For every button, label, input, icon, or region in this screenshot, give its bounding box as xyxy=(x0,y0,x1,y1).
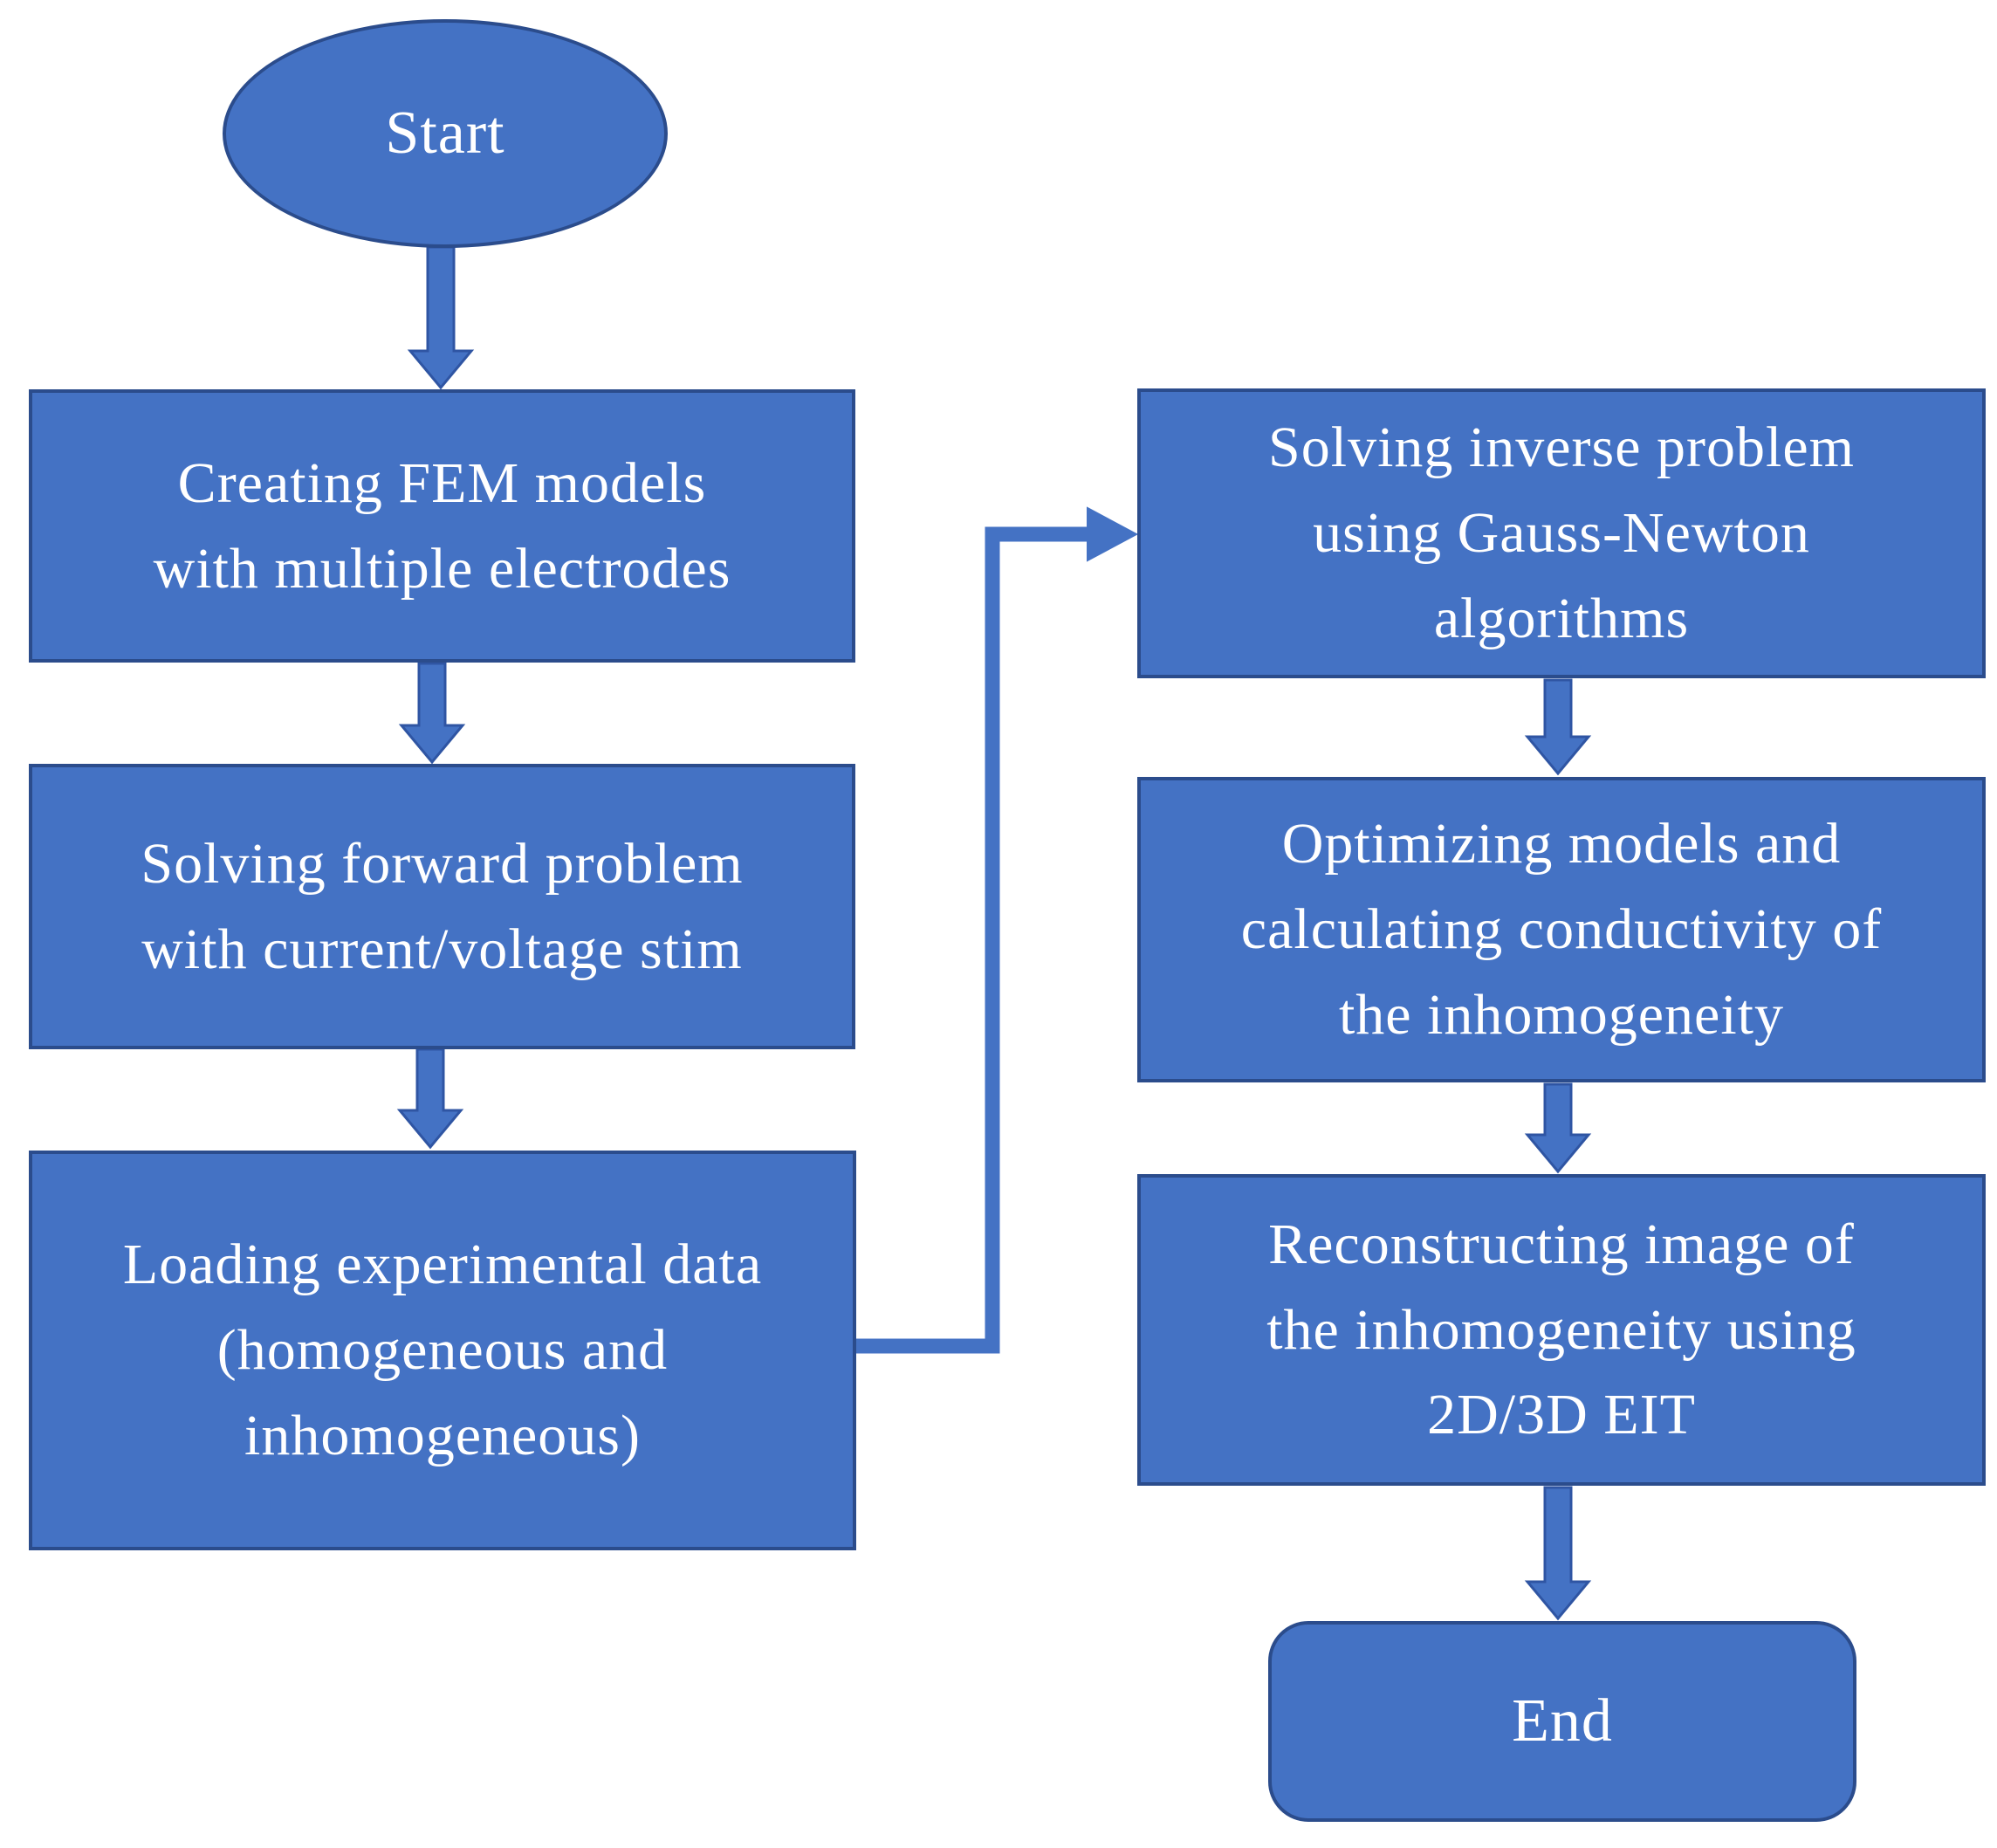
arrow-solve-inverse-to-optimize xyxy=(1524,678,1592,776)
node-reconstructing-image-label: Reconstructing image of the inhomogeneit… xyxy=(1266,1212,1856,1447)
node-optimizing-models: Optimizing models and calculating conduc… xyxy=(1137,777,1986,1082)
node-optimizing-models-label: Optimizing models and calculating conduc… xyxy=(1240,812,1883,1047)
node-creating-fem-models-label: Creating FEM models with multiple electr… xyxy=(153,450,731,601)
node-solving-inverse-problem-label: Solving inverse problem using Gauss-Newt… xyxy=(1268,416,1855,650)
node-end-label: End xyxy=(1512,1687,1613,1755)
node-loading-experimental-data: Loading experimental data (homogeneous a… xyxy=(29,1151,856,1550)
node-loading-experimental-data-label: Loading experimental data (homogeneous a… xyxy=(122,1233,763,1467)
arrow-create-fem-to-solve-forward xyxy=(398,662,466,765)
node-solving-forward-problem: Solving forward problem with current/vol… xyxy=(29,764,855,1049)
elbow-connector-arrowhead xyxy=(1087,506,1139,562)
node-reconstructing-image: Reconstructing image of the inhomogeneit… xyxy=(1137,1174,1986,1486)
node-creating-fem-models: Creating FEM models with multiple electr… xyxy=(29,389,855,663)
node-end: End xyxy=(1268,1621,1856,1822)
arrow-reconstruct-to-end xyxy=(1524,1486,1592,1621)
arrow-solve-forward-to-load-data xyxy=(396,1048,464,1150)
node-solving-forward-problem-label: Solving forward problem with current/vol… xyxy=(141,831,744,981)
elbow-connector-load-data-to-solve-inverse xyxy=(856,526,1091,1354)
node-start: Start xyxy=(223,19,668,248)
node-solving-inverse-problem: Solving inverse problem using Gauss-Newt… xyxy=(1137,388,1986,678)
arrow-optimize-to-reconstruct xyxy=(1524,1082,1592,1174)
arrow-start-to-create-fem xyxy=(407,245,475,390)
node-start-label: Start xyxy=(385,100,505,167)
